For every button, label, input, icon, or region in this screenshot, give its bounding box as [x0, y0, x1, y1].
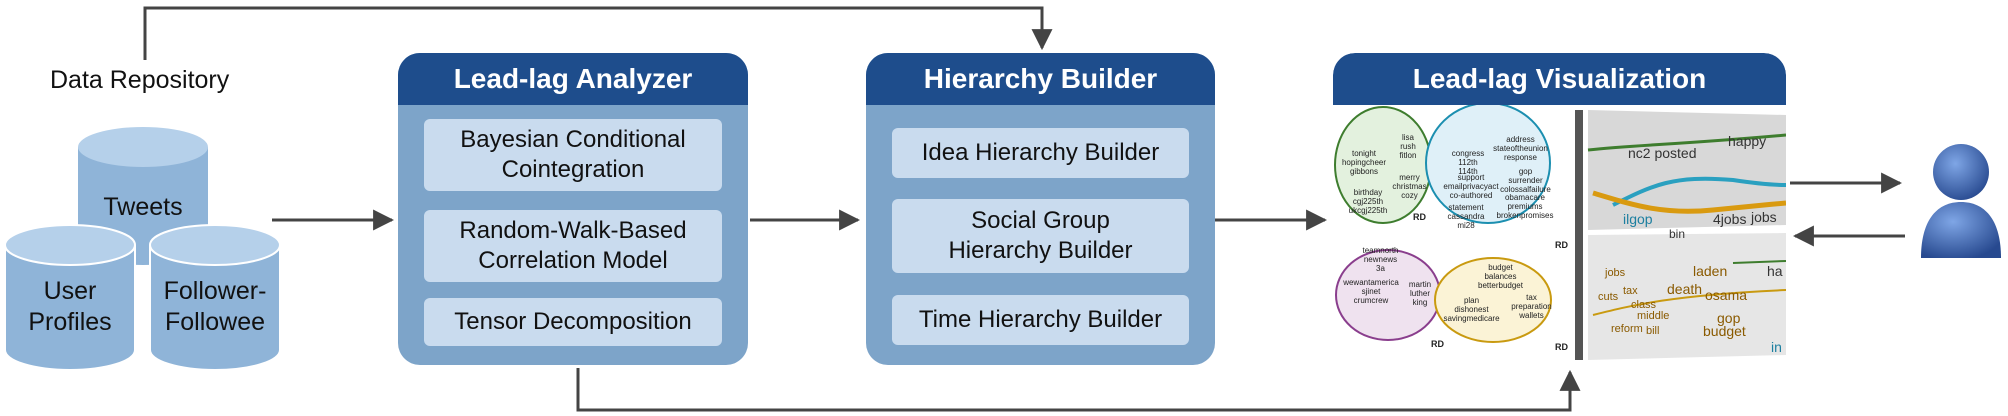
cluster-label: tonight hopingcheer gibbons: [1341, 149, 1387, 176]
yellow-cluster: [1434, 257, 1552, 343]
stream-label: reform: [1611, 323, 1643, 335]
cluster-label: support emailprivacyact co-authored: [1443, 173, 1499, 200]
follower-followee-label: Follower- Followee: [163, 277, 267, 336]
cluster-label: budget balances betterbudget: [1478, 263, 1523, 290]
stream-label: nc2 posted: [1628, 145, 1697, 161]
stream-label: jobs: [1605, 267, 1626, 279]
random-walk-item: Random-Walk-Based Correlation Model: [424, 210, 722, 282]
analyzer-panel: Lead-lag Analyzer Bayesian Conditional C…: [398, 53, 748, 365]
vis-divider: [1575, 110, 1583, 360]
cluster-label: martin luther king: [1408, 280, 1432, 307]
cluster-label: teamnorth newnews 3a: [1362, 246, 1399, 273]
visualization-title: Lead-lag Visualization: [1333, 53, 1786, 105]
cluster-label: gop surrender colossalfailure: [1500, 167, 1551, 194]
stream-label: happy: [1728, 133, 1767, 149]
stream-label: bin: [1669, 227, 1686, 241]
stream-label: 4jobs: [1713, 211, 1747, 227]
analyzer-title: Lead-lag Analyzer: [398, 53, 748, 105]
rd-label: RD: [1413, 212, 1426, 222]
stream-label: gop: [1717, 310, 1741, 326]
stream-label: death: [1667, 281, 1703, 297]
stream-gold: [1592, 289, 1786, 316]
time-hierarchy-item: Time Hierarchy Builder: [892, 295, 1189, 345]
hierarchy-title: Hierarchy Builder: [866, 53, 1215, 105]
stream-label: class: [1631, 299, 1657, 311]
tweets-label: Tweets: [103, 193, 183, 221]
stream-dark-green: [1732, 260, 1786, 264]
social-group-hierarchy-item: Social Group Hierarchy Builder: [892, 199, 1189, 273]
cluster-label: lisa rush fitlon: [1399, 133, 1417, 160]
tensor-decomposition-item: Tensor Decomposition: [424, 298, 722, 346]
blue-cluster: [1425, 105, 1551, 224]
follower-followee-cylinder: [149, 224, 281, 371]
stream-green: [1587, 133, 1786, 152]
stream-label: bill: [1646, 325, 1660, 337]
stream-label: ha: [1767, 263, 1783, 279]
visualization-graphics: [1334, 105, 1786, 360]
cluster-label: statement cassandra mi28: [1447, 203, 1485, 230]
user-profiles-label: User Profiles: [28, 277, 112, 336]
stream-label: ilgop: [1623, 211, 1653, 227]
visualization-panel: Lead-lag Visualization lisa rush fitlon …: [1333, 53, 1786, 363]
stream-label: laden: [1693, 263, 1728, 279]
stream-orange: [1592, 190, 1786, 214]
rd-label: RD: [1555, 342, 1568, 352]
stream-label: osama: [1705, 287, 1748, 303]
cluster-label: wewantamerica sjinet crumcrew: [1343, 278, 1399, 305]
idea-hierarchy-item: Idea Hierarchy Builder: [892, 128, 1189, 178]
rd-label: RD: [1431, 339, 1444, 349]
stream-label: cuts: [1598, 291, 1619, 303]
cluster-label: plan dishonest savingmedicare: [1443, 296, 1500, 323]
bayesian-cointegration-item: Bayesian Conditional Cointegration: [424, 119, 722, 191]
cluster-label: birthday cgj225th ukcgj225th: [1348, 188, 1388, 215]
rd-label: RD: [1555, 240, 1568, 250]
bottom-loop-arrow: [576, 368, 1581, 412]
user-icon: [1921, 144, 2001, 258]
stream-label: budget: [1703, 323, 1746, 339]
stream-label: middle: [1637, 310, 1670, 322]
cluster-label: address stateoftheunion response: [1493, 135, 1548, 162]
database-cylinders: [4, 127, 281, 371]
cluster-label: tax preparation wallets: [1511, 293, 1552, 320]
stream-label: jobs: [1751, 209, 1777, 225]
hierarchy-panel: Hierarchy Builder Idea Hierarchy Builder…: [866, 53, 1215, 365]
cluster-label: obamacare premiums brokenpromises: [1496, 193, 1554, 220]
top-loop-arrow: [143, 6, 1053, 60]
cluster-label: merry christmas cozy: [1392, 173, 1427, 200]
stream-label: in: [1771, 339, 1782, 355]
stream-teal: [1612, 176, 1786, 207]
user-profiles-cylinder: [4, 224, 136, 371]
stream-label: tax: [1623, 285, 1638, 297]
repository-title: Data Repository: [50, 66, 230, 94]
cluster-label: congress 112th 114th: [1451, 149, 1485, 176]
